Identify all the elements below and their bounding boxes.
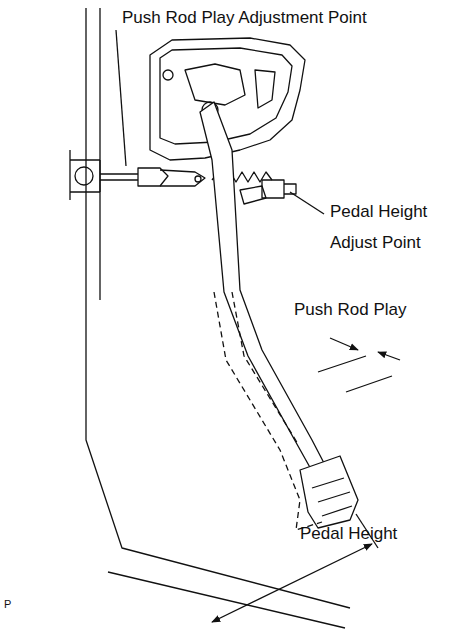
floor-line <box>108 572 345 628</box>
callout-label: Push Rod Play Adjustment Point <box>122 8 367 28</box>
stop-switch <box>262 180 284 198</box>
mount-bolt <box>163 70 173 80</box>
push-rod <box>100 174 138 180</box>
leader-line <box>290 192 324 214</box>
callout-label: Pedal Height Adjust Point <box>330 196 452 259</box>
pad-ribs <box>312 478 352 516</box>
pedal-arm <box>200 102 338 496</box>
leader-line <box>116 30 126 166</box>
bracket-flange <box>160 48 292 144</box>
dimension-label: Pedal Height <box>300 524 397 544</box>
firewall-inner <box>99 8 100 300</box>
booster-boss <box>75 167 93 185</box>
clevis-pin <box>195 176 201 182</box>
clevis <box>160 170 205 186</box>
bracket-cutout <box>185 64 275 108</box>
play-arrow-right <box>378 352 400 360</box>
pedal-alt-position <box>214 292 322 530</box>
dimension-label: Push Rod Play <box>294 300 406 320</box>
height-dimension <box>212 544 372 622</box>
pedal-alt-edge <box>232 292 298 444</box>
play-extension <box>318 356 392 392</box>
play-arrow-left <box>330 338 358 350</box>
figure-code: P <box>4 598 11 611</box>
pedal-pad <box>300 456 358 528</box>
booster-stub <box>70 150 100 200</box>
